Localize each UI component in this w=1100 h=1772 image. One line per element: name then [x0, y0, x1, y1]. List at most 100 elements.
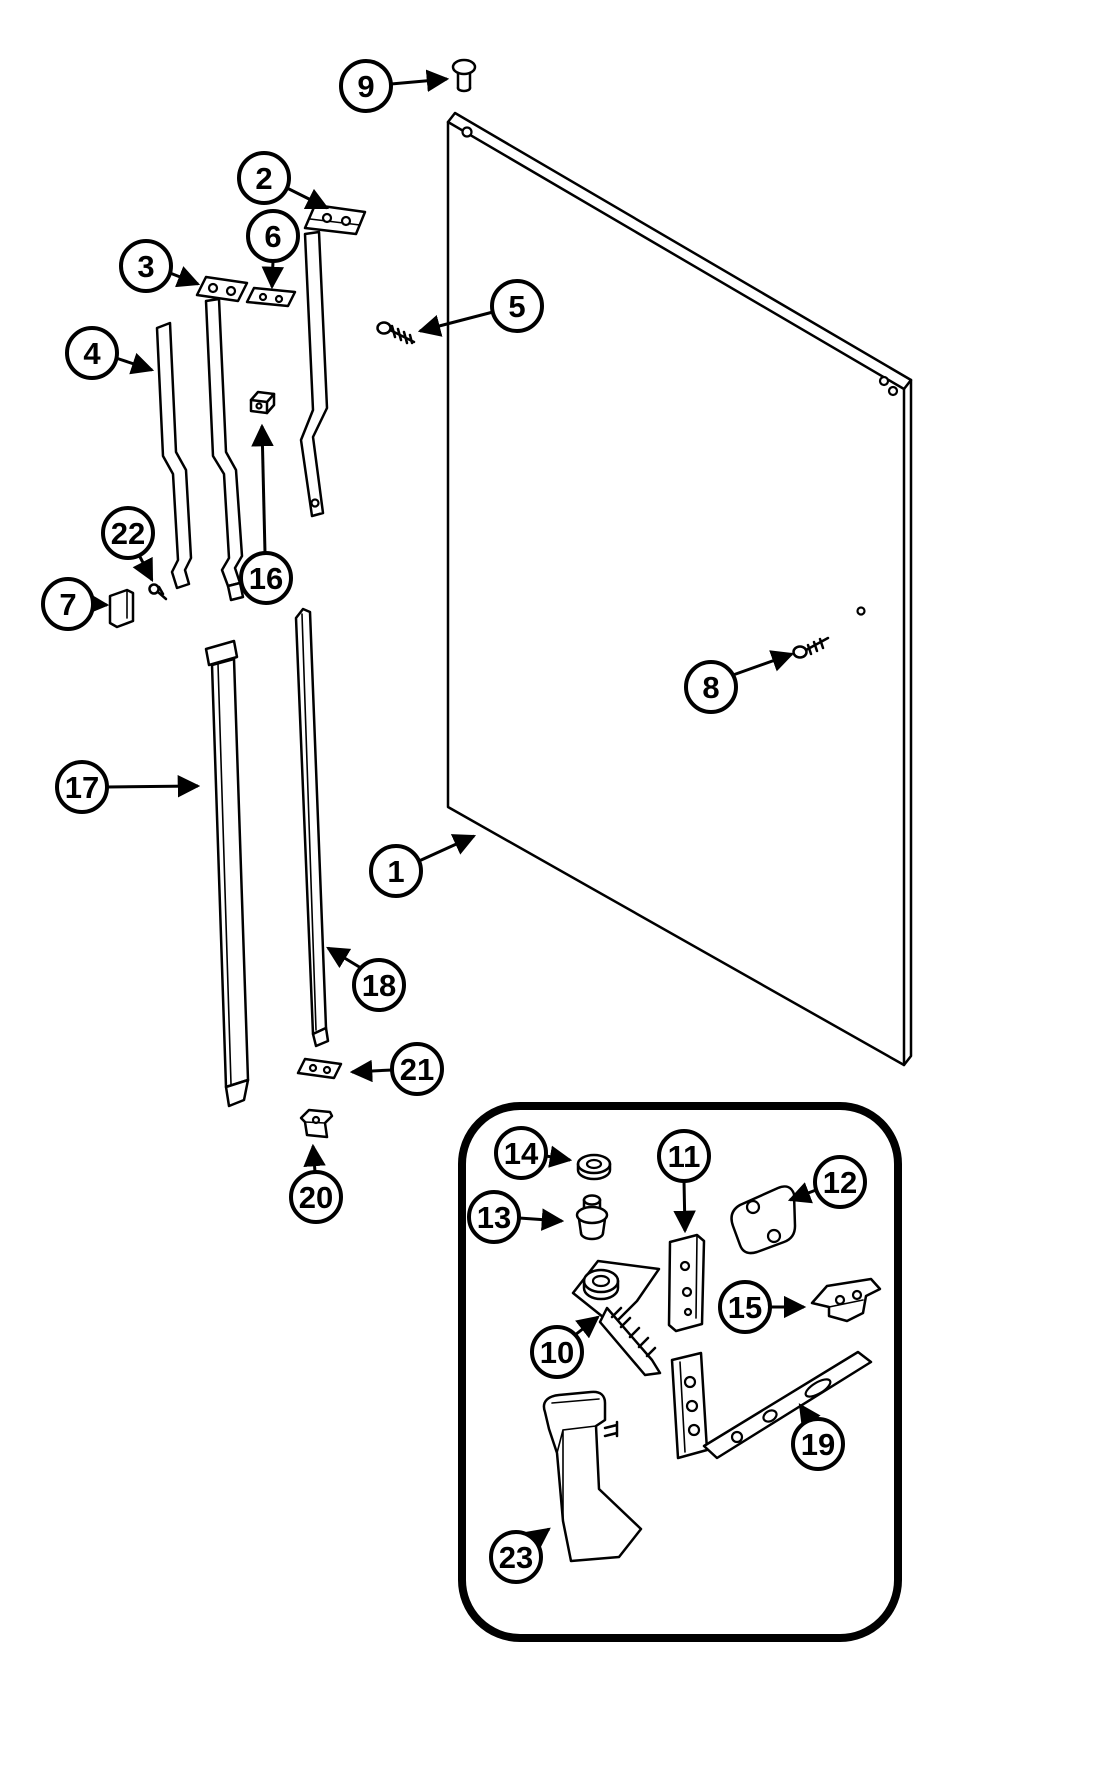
part-hinge-cover [542, 1390, 643, 1563]
callout-1[interactable]: 1 [369, 834, 477, 898]
callout-3[interactable]: 3 [119, 239, 201, 293]
callout-arrow-19 [798, 1403, 821, 1429]
callout-bubble-11[interactable] [657, 1129, 711, 1183]
callout-bubble-3[interactable] [119, 239, 173, 293]
callout-number-2: 2 [255, 161, 272, 196]
callout-4[interactable]: 4 [65, 326, 155, 380]
callout-arrow-7 [85, 592, 110, 615]
part-washer [576, 1153, 612, 1181]
callout-bubble-20[interactable] [289, 1170, 343, 1224]
callout-number-6: 6 [264, 219, 281, 254]
callout-arrow-17 [106, 774, 201, 798]
callout-arrow-22 [132, 554, 154, 582]
callout-bubble-16[interactable] [239, 551, 293, 605]
callout-15[interactable]: 15 [718, 1280, 807, 1334]
part-offset-bracket [810, 1277, 882, 1323]
callout-number-20: 20 [299, 1180, 333, 1215]
callout-bubble-23[interactable] [489, 1530, 543, 1584]
callout-arrow-14 [545, 1145, 573, 1168]
part-hinge-assembly [571, 1259, 662, 1377]
callout-7[interactable]: 7 [41, 577, 110, 631]
callout-bubble-18[interactable] [352, 958, 406, 1012]
callout-11[interactable]: 11 [657, 1129, 711, 1234]
callout-arrow-16 [251, 423, 274, 554]
callout-bubble-13[interactable] [467, 1190, 521, 1244]
callout-5[interactable]: 5 [417, 279, 544, 337]
part-plate-21 [296, 1057, 343, 1080]
callout-arrow-1 [418, 834, 477, 863]
callout-number-9: 9 [357, 69, 374, 104]
part-screw-5 [376, 321, 416, 345]
part-end-cap-clip [108, 588, 135, 629]
callout-16[interactable]: 16 [239, 423, 293, 605]
callout-bubble-4[interactable] [65, 326, 119, 380]
callout-bubble-1[interactable] [369, 844, 423, 898]
part-plate-11 [667, 1233, 706, 1333]
callout-bubble-12[interactable] [813, 1155, 867, 1209]
callout-8[interactable]: 8 [684, 650, 795, 714]
callout-bubble-6[interactable] [246, 209, 300, 263]
part-upper-hinge-bracket [299, 203, 367, 518]
callout-number-3: 3 [137, 249, 154, 284]
callout-2[interactable]: 2 [237, 151, 330, 210]
callout-arrow-9 [390, 69, 450, 93]
part-screw-22 [148, 583, 168, 601]
callout-number-10: 10 [540, 1335, 574, 1370]
callout-number-14: 14 [504, 1136, 539, 1171]
part-screw-8 [792, 636, 830, 659]
callout-arrow-21 [349, 1059, 393, 1083]
callout-bubble-22[interactable] [101, 506, 155, 560]
callout-bubble-15[interactable] [718, 1280, 772, 1334]
callout-10[interactable]: 10 [530, 1315, 600, 1379]
callout-number-15: 15 [728, 1290, 762, 1325]
callout-arrow-10 [574, 1315, 600, 1339]
callout-number-12: 12 [823, 1165, 857, 1200]
part-spacer-plate [245, 286, 297, 308]
callout-bubble-17[interactable] [55, 760, 109, 814]
callout-bubble-10[interactable] [530, 1325, 584, 1379]
callout-arrow-20 [303, 1143, 326, 1173]
callout-bubble-2[interactable] [237, 151, 291, 205]
callout-arrow-4 [115, 352, 155, 375]
callout-bubble-8[interactable] [684, 660, 738, 714]
callout-arrow-3 [169, 266, 201, 288]
callout-21[interactable]: 21 [349, 1042, 444, 1096]
callout-number-19: 19 [801, 1427, 835, 1462]
callout-6[interactable]: 6 [246, 209, 300, 290]
part-trim-strip-17 [204, 639, 250, 1108]
callout-20[interactable]: 20 [289, 1143, 343, 1224]
callout-14[interactable]: 14 [494, 1126, 573, 1180]
part-brace-assembly [670, 1350, 873, 1460]
callout-number-23: 23 [499, 1540, 533, 1575]
callout-9[interactable]: 9 [339, 59, 450, 113]
callout-23[interactable]: 23 [489, 1527, 551, 1584]
callout-bubble-19[interactable] [791, 1417, 845, 1471]
callout-number-4: 4 [83, 336, 101, 371]
part-door-panel [446, 111, 913, 1067]
callout-17[interactable]: 17 [55, 760, 201, 814]
part-plug-button [451, 58, 477, 93]
callout-arrow-23 [526, 1527, 551, 1551]
callout-22[interactable]: 22 [101, 506, 155, 582]
callout-number-1: 1 [387, 854, 404, 889]
callout-bubble-9[interactable] [339, 59, 393, 113]
callout-number-17: 17 [65, 770, 99, 805]
callout-number-11: 11 [668, 1139, 701, 1174]
callout-arrow-13 [518, 1208, 565, 1231]
callout-12[interactable]: 12 [787, 1155, 867, 1209]
callout-arrow-11 [673, 1180, 696, 1234]
callout-bubble-5[interactable] [490, 279, 544, 333]
callout-arrow-6 [261, 260, 285, 290]
callout-18[interactable]: 18 [326, 946, 406, 1012]
callout-arrow-8 [732, 650, 795, 677]
part-shoulder-stud [575, 1194, 609, 1241]
callout-bubble-14[interactable] [494, 1126, 548, 1180]
callout-number-18: 18 [362, 968, 396, 1003]
callout-19[interactable]: 19 [791, 1403, 845, 1471]
callout-bubble-7[interactable] [41, 577, 95, 631]
callout-13[interactable]: 13 [467, 1190, 565, 1244]
callout-number-7: 7 [59, 587, 76, 622]
callout-number-8: 8 [702, 670, 719, 705]
callout-bubble-21[interactable] [390, 1042, 444, 1096]
callout-number-16: 16 [249, 561, 283, 596]
